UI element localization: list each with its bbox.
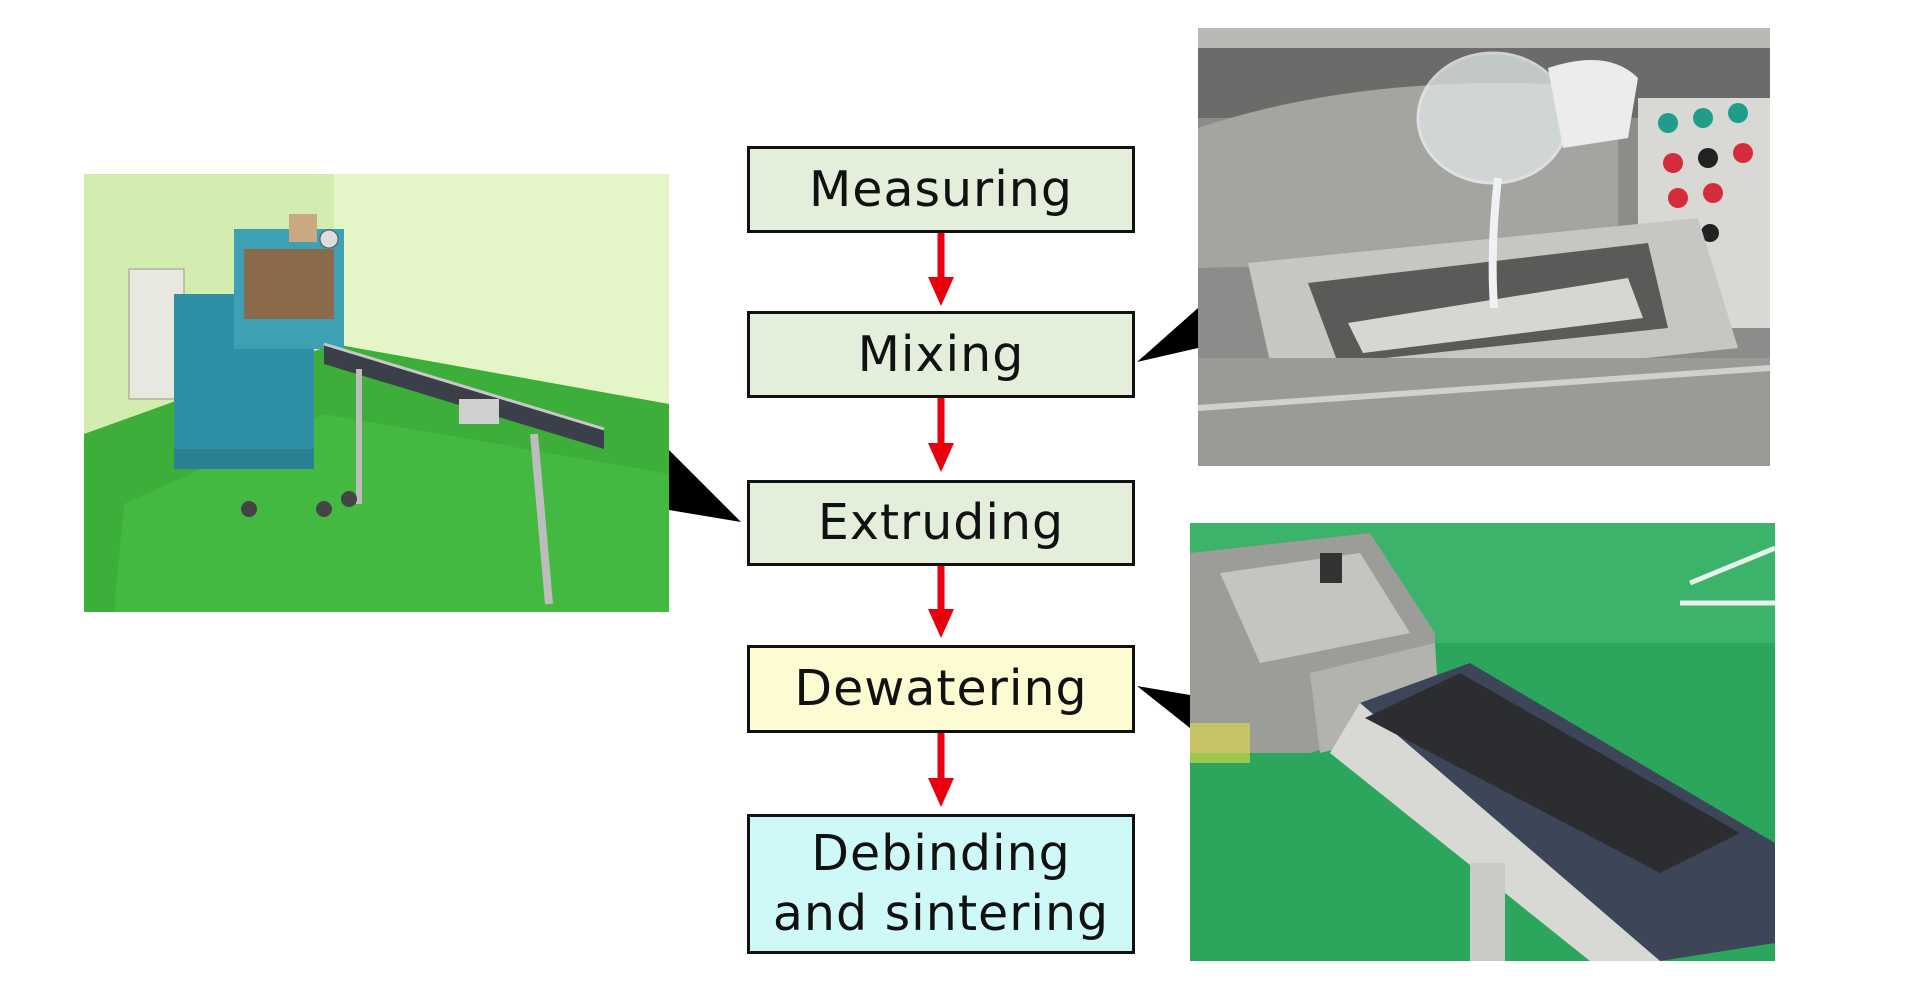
step-measuring: Measuring [747,146,1135,233]
callout-extruding [669,450,741,522]
step-extruding: Extruding [747,480,1135,566]
step-label: Measuring [809,160,1073,218]
step-label: Debinding and sintering [772,825,1110,942]
extruder-machine-photo [84,174,669,612]
flow-arrow [928,233,954,306]
step-label: Mixing [857,325,1025,383]
mixing-hopper-photo [1198,28,1770,466]
extruded-sheet-conveyor-photo [1190,523,1775,961]
step-debinding-sintering: Debinding and sintering [747,814,1135,954]
step-mixing: Mixing [747,311,1135,398]
flow-arrow [928,398,954,472]
step-dewatering: Dewatering [747,645,1135,733]
callout-dewatering [1137,686,1190,728]
step-label: Dewatering [794,660,1088,717]
step-label: Extruding [817,494,1065,551]
flow-arrow [928,566,954,638]
callout-mixing [1137,308,1198,362]
flow-arrow [928,733,954,807]
